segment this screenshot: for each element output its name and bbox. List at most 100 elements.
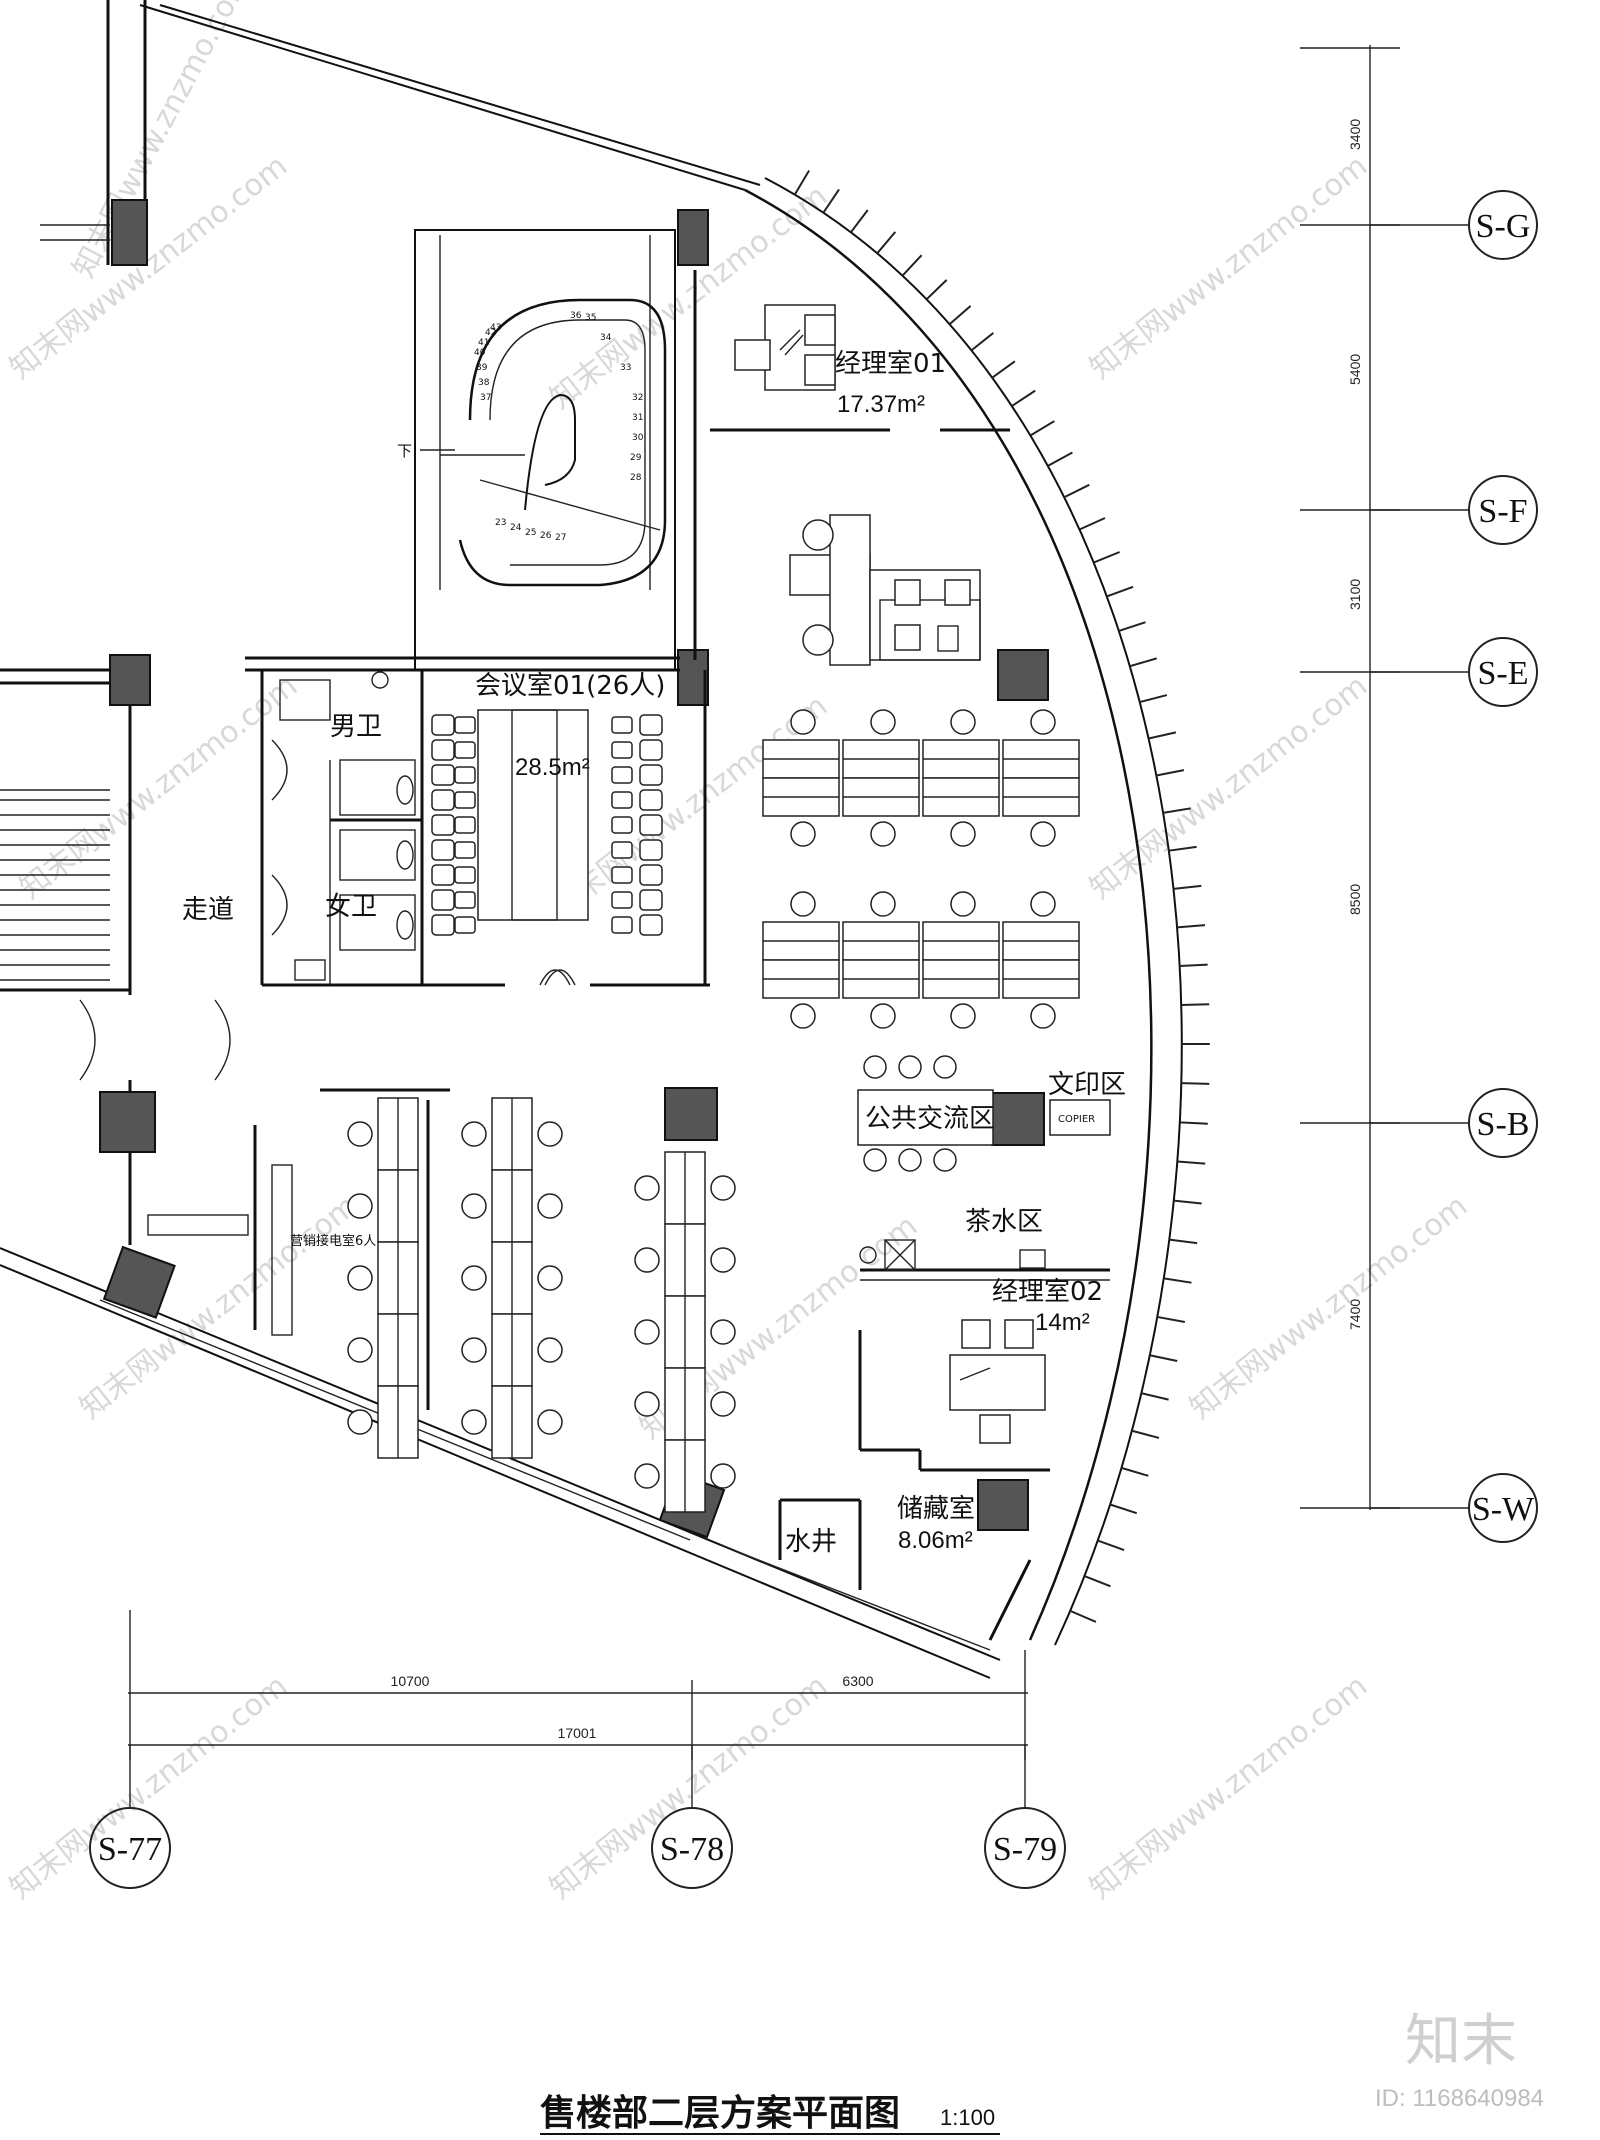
- mullion: [1162, 807, 1191, 814]
- chair: [639, 839, 663, 861]
- public-exchange-area: 公共交流区 COPIER 文印区: [857, 1055, 1126, 1172]
- mullion: [1181, 1003, 1210, 1006]
- mullion: [1121, 1466, 1149, 1477]
- dim-bottom-2: 6300: [842, 1673, 873, 1689]
- mullion: [1177, 924, 1206, 929]
- chair: [461, 1409, 487, 1435]
- stair-step-number: 25: [525, 528, 536, 538]
- chair: [537, 1337, 563, 1363]
- chair: [537, 1121, 563, 1147]
- dim-right-4: 8500: [1347, 884, 1363, 915]
- manager-office-01: 经理室01 17.37m²: [734, 304, 946, 418]
- mullion: [1168, 845, 1197, 852]
- chair: [431, 764, 455, 786]
- chair: [639, 714, 663, 736]
- stair-step-number: 34: [600, 333, 612, 343]
- chair: [634, 1391, 660, 1417]
- mullion: [1181, 1082, 1210, 1085]
- mullion: [1129, 657, 1157, 668]
- chair: [611, 766, 633, 784]
- room-corridor: 走道: [182, 895, 234, 925]
- chair: [611, 791, 633, 809]
- mullion: [1149, 1354, 1178, 1362]
- chair: [639, 764, 663, 786]
- mullion: [1131, 1429, 1160, 1439]
- room-tea-area: 茶水区: [965, 1207, 1043, 1237]
- chair: [634, 1319, 660, 1345]
- watermark-layer: 知末网www.znzmo.com 知末网www.znzmo.com 知末网www…: [3, 0, 1474, 1906]
- axis-bubble: S-77: [89, 1760, 171, 1889]
- watermark-text: 知末网www.znzmo.com: [1183, 1188, 1474, 1426]
- watermark-text: 知末网www.znzmo.com: [3, 1668, 294, 1906]
- chair: [1030, 1003, 1056, 1029]
- room-sales-reception: 营销接电室6人: [290, 1233, 376, 1249]
- axis-bubble: S-B: [1468, 1088, 1538, 1158]
- chair: [461, 1193, 487, 1219]
- stair-down-label: 下: [397, 442, 412, 460]
- stair-step-number: 23: [495, 518, 506, 528]
- stair-step-number: 37: [480, 393, 491, 403]
- watermark-text: 知末网www.znzmo.com: [543, 1668, 834, 1906]
- stair-step-number: 33: [620, 363, 631, 373]
- mullion: [970, 332, 994, 352]
- mullion: [901, 254, 923, 277]
- copier-label: COPIER: [1058, 1114, 1095, 1125]
- stair-step-number: 41: [478, 338, 489, 348]
- bottom-dimension-chain: 10700 6300 17001: [128, 1610, 1028, 1760]
- chair: [611, 891, 633, 909]
- bottom-axis-bubbles: S-77 S-78 S-79: [89, 1760, 1066, 1889]
- chair: [790, 891, 816, 917]
- tea-area: 茶水区: [859, 1207, 1046, 1271]
- chair: [950, 709, 976, 735]
- chair: [347, 1265, 373, 1291]
- dim-right-5: 7400: [1347, 1299, 1363, 1330]
- chair: [1030, 891, 1056, 917]
- chair: [611, 841, 633, 859]
- stair-step-number: 29: [630, 453, 642, 463]
- chair: [634, 1463, 660, 1489]
- storage-room: 储藏室 8.06m² 水井: [785, 1494, 975, 1557]
- axis-bubble: S-W: [1468, 1473, 1538, 1543]
- room-manager-01: 经理室01: [835, 349, 946, 379]
- mullion: [850, 209, 869, 233]
- chair: [454, 866, 476, 884]
- stair-step-number: 28: [630, 473, 642, 483]
- mullion: [1163, 1277, 1192, 1284]
- drawing-scale: 1:100: [940, 2105, 995, 2130]
- chair: [870, 709, 896, 735]
- chair: [431, 889, 455, 911]
- chair: [431, 839, 455, 861]
- private-desk-cluster: [789, 514, 981, 666]
- axis-label: S-78: [660, 1831, 724, 1868]
- room-public-exchange: 公共交流区: [865, 1104, 995, 1134]
- chair: [431, 789, 455, 811]
- stair-step-number: 30: [632, 433, 644, 443]
- chair: [347, 1121, 373, 1147]
- room-womens-toilet: 女卫: [325, 892, 377, 922]
- mullion: [1079, 517, 1106, 531]
- axis-label: S-77: [98, 1831, 162, 1868]
- chair: [611, 866, 633, 884]
- axis-label: S-W: [1472, 1491, 1535, 1528]
- watermark-id: ID: 1168640984: [1375, 2085, 1544, 2112]
- mullion: [1106, 585, 1134, 598]
- interior-walls: [79, 270, 1110, 1641]
- area-storage: 8.06m²: [898, 1527, 973, 1554]
- chair: [461, 1265, 487, 1291]
- stair-step-number: 31: [632, 413, 643, 423]
- mullion: [793, 170, 810, 196]
- room-mens-toilet: 男卫: [330, 712, 382, 742]
- watermark-text: 知末网www.znzmo.com: [1083, 148, 1374, 386]
- workstations-lower-left: [347, 1097, 736, 1513]
- mullion: [948, 305, 972, 326]
- chair: [790, 709, 816, 735]
- room-print-area: 文印区: [1048, 1070, 1126, 1100]
- mullion: [1093, 551, 1120, 564]
- room-water-shaft: 水井: [785, 1527, 837, 1557]
- chair: [454, 891, 476, 909]
- room-manager-02: 经理室02: [992, 1277, 1103, 1307]
- chair: [790, 821, 816, 847]
- facade-mullions: [793, 170, 1210, 1623]
- mullion: [1179, 963, 1208, 968]
